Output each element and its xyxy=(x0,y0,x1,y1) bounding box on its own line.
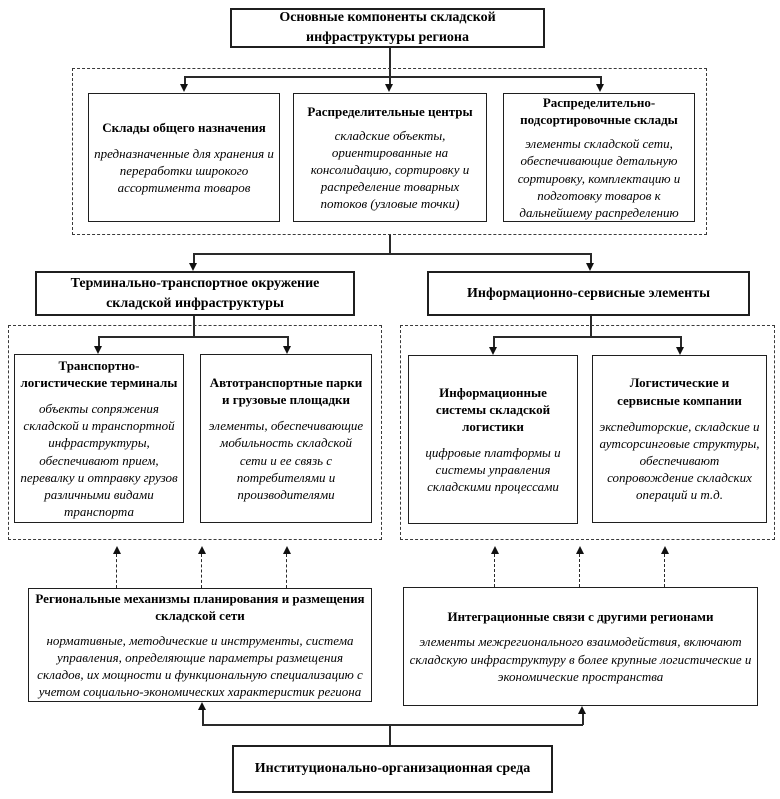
connector-line xyxy=(98,336,288,338)
connector-line xyxy=(193,253,591,255)
box-desc: элементы межрегионального взаимодействия… xyxy=(409,634,752,684)
arrow-down-icon xyxy=(596,84,604,92)
logistics-service-companies-box: Логистические и сервисные компании экспе… xyxy=(592,355,767,523)
arrow-down-icon xyxy=(489,347,497,355)
dashed-connector-line xyxy=(664,554,665,587)
connector-line xyxy=(389,76,391,85)
arrow-up-icon xyxy=(661,546,669,554)
arrow-down-icon xyxy=(180,84,188,92)
dashed-connector-line xyxy=(494,554,495,587)
box-desc: элементы складской сети, обеспечивающие … xyxy=(517,136,681,220)
dashed-connector-line xyxy=(116,554,117,588)
box-title: Логистические и сервисные компании xyxy=(617,375,742,408)
connector-line xyxy=(287,336,289,348)
connector-line xyxy=(202,710,204,725)
box-title: Региональные механизмы планирования и ра… xyxy=(35,590,365,623)
regional-mechanisms-box: Региональные механизмы планирования и ра… xyxy=(28,588,372,702)
root-components-title: Основные компоненты складской инфраструк… xyxy=(279,10,496,45)
connector-line xyxy=(493,336,495,348)
connector-line xyxy=(389,724,391,745)
sorting-warehouses-box: Распределительно-подсортировочные склады… xyxy=(503,93,695,222)
terminal-branch-header-box: Терминально-транспортное окружение склад… xyxy=(35,271,355,316)
distribution-centers-box: Распределительные центры складские объек… xyxy=(293,93,487,222)
integration-links-box: Интеграционные связи с другими регионами… xyxy=(403,587,758,706)
box-title: Транспортно-логистические терминалы xyxy=(20,357,178,390)
connector-line xyxy=(184,76,601,78)
arrow-up-icon xyxy=(491,546,499,554)
information-systems-box: Информационные системы складской логисти… xyxy=(408,355,578,524)
connector-line xyxy=(389,235,391,254)
connector-line xyxy=(582,714,584,725)
dashed-connector-line xyxy=(579,554,580,587)
arrow-down-icon xyxy=(385,84,393,92)
connector-line xyxy=(184,76,186,85)
arrow-up-icon xyxy=(576,546,584,554)
box-title: Информационные системы складской логисти… xyxy=(435,384,551,434)
box-desc: экспедиторские, складские и аутсорсингов… xyxy=(599,418,760,503)
box-title: Распределительно-подсортировочные склады xyxy=(520,94,678,128)
box-title: Автотранспортные парки и грузовые площад… xyxy=(209,374,363,408)
box-title: Склады общего назначения xyxy=(102,119,266,135)
transport-logistics-terminals-box: Транспортно-логистические терминалы объе… xyxy=(14,354,184,523)
terminal-group-frame xyxy=(8,325,382,540)
general-purpose-warehouses-box: Склады общего назначения предназначенные… xyxy=(88,93,280,222)
box-desc: элементы, обеспечивающие мобильность скл… xyxy=(208,418,364,502)
arrow-down-icon xyxy=(586,263,594,271)
connector-line xyxy=(590,253,592,264)
arrow-up-icon xyxy=(283,546,291,554)
terminal-branch-header: Терминально-транспортное окружение склад… xyxy=(70,275,320,311)
connector-line xyxy=(590,316,592,337)
connector-line xyxy=(98,336,100,348)
arrow-down-icon xyxy=(283,346,291,354)
box-title: Интеграционные связи с другими регионами xyxy=(447,609,714,625)
connector-line xyxy=(389,48,391,77)
box-desc: предназначенные для хранения и переработ… xyxy=(94,145,274,196)
dashed-connector-line xyxy=(286,554,287,588)
box-desc: складские объекты, ориентированные на ко… xyxy=(310,127,470,212)
arrow-down-icon xyxy=(94,346,102,354)
connector-line xyxy=(680,336,682,348)
connector-line xyxy=(193,253,195,264)
arrow-up-icon xyxy=(578,706,586,714)
institutional-environment-box: Институционально-организационная среда xyxy=(232,745,553,793)
institutional-environment-title: Институционально-организационная среда xyxy=(254,761,531,777)
arrow-down-icon xyxy=(189,263,197,271)
root-components-box: Основные компоненты складской инфраструк… xyxy=(230,8,545,48)
arrow-up-icon xyxy=(198,702,206,710)
truck-parks-box: Автотранспортные парки и грузовые площад… xyxy=(200,354,372,523)
arrow-down-icon xyxy=(676,347,684,355)
dashed-connector-line xyxy=(201,554,202,588)
arrow-up-icon xyxy=(113,546,121,554)
info-branch-header-box: Информационно-сервисные элементы xyxy=(427,271,750,316)
connector-line xyxy=(600,76,602,85)
components-group-frame xyxy=(72,68,707,235)
box-desc: объекты сопряжения складской и транспорт… xyxy=(20,401,178,520)
box-title: Распределительные центры xyxy=(307,103,473,119)
box-desc: нормативные, методические и инструменты,… xyxy=(37,632,363,700)
info-branch-header: Информационно-сервисные элементы xyxy=(466,285,710,301)
connector-line xyxy=(202,724,583,726)
box-desc: цифровые платформы и системы управления … xyxy=(425,445,561,495)
info-group-frame xyxy=(400,325,775,540)
connector-line xyxy=(193,316,195,337)
connector-line xyxy=(493,336,681,338)
arrow-up-icon xyxy=(198,546,206,554)
